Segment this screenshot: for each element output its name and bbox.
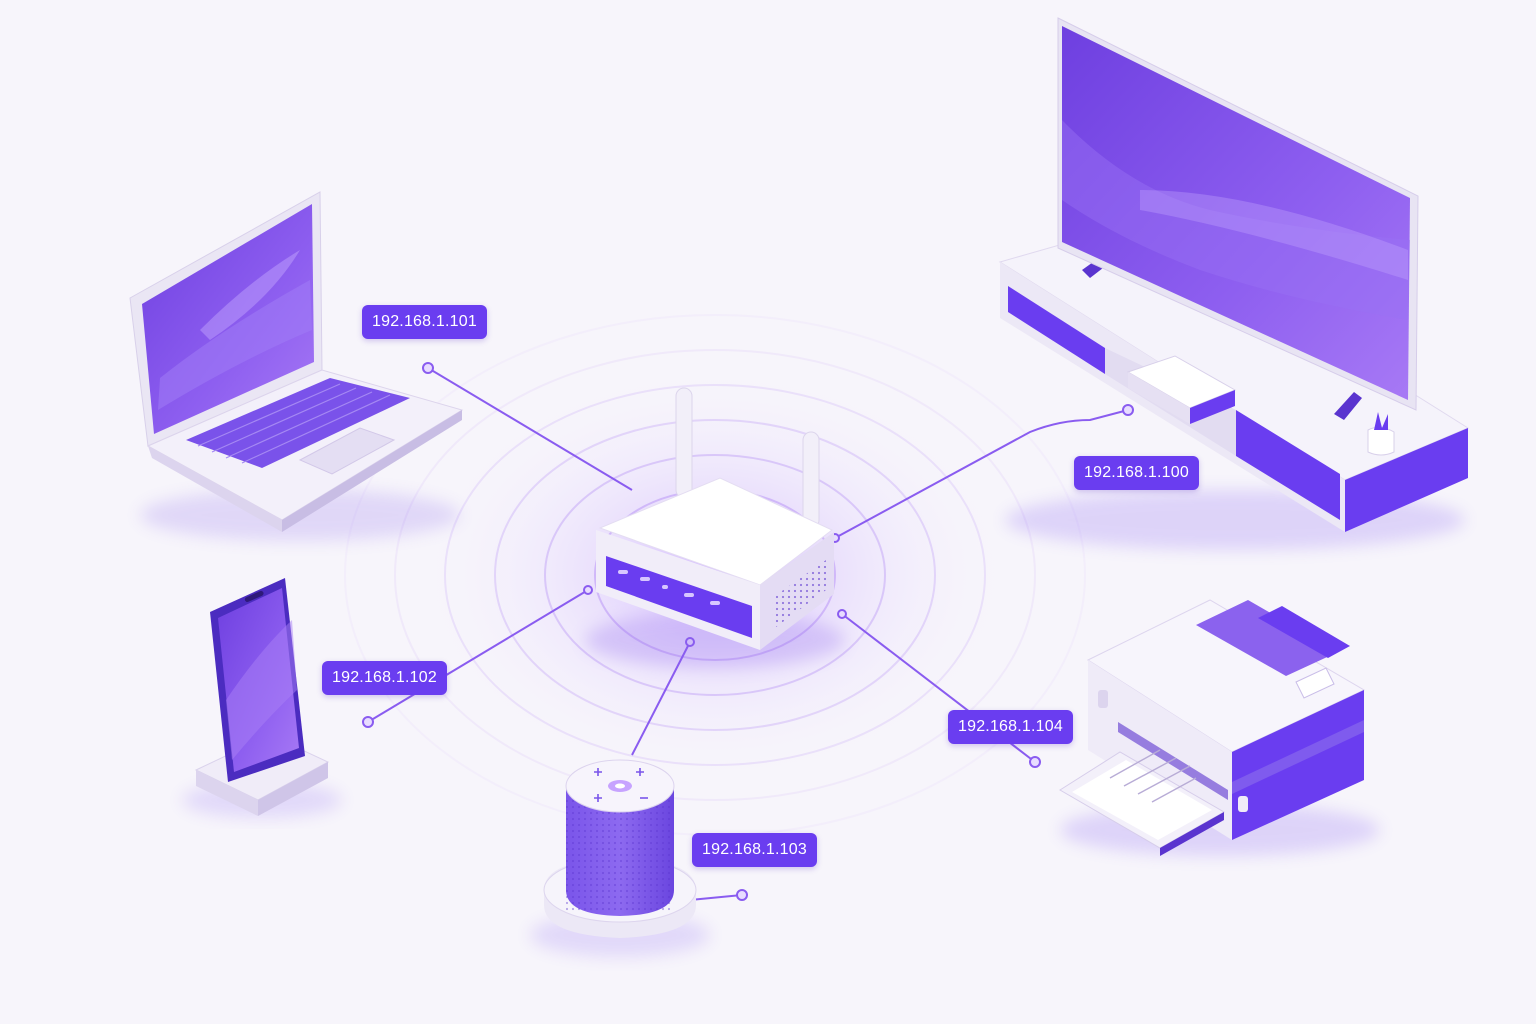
signal-ring [494,419,936,731]
router-icon [585,387,845,668]
node-printer [1029,756,1041,768]
signal-ring [394,349,1036,801]
ip-label-tv: 192.168.1.100 [1074,456,1199,490]
laptop-icon [129,191,464,541]
smartphone-icon [182,578,342,818]
node-tv [1122,404,1134,416]
node-speaker [736,889,748,901]
ip-label-phone: 192.168.1.102 [322,661,447,695]
link-laptop [427,367,633,491]
link-tv [834,409,1129,539]
ip-label-speaker: 192.168.1.103 [692,833,817,867]
node-phone [362,716,374,728]
node-router-left [583,585,593,595]
smart-speaker-icon [530,759,710,957]
tv-icon [998,17,1470,550]
signal-rings [344,314,1086,836]
link-speaker-label [689,894,743,901]
ip-label-laptop: 192.168.1.101 [362,305,487,339]
node-laptop [422,362,434,374]
link-phone [367,589,589,723]
printer-icon [1059,599,1380,856]
ip-label-printer: 192.168.1.104 [948,710,1073,744]
signal-ring [444,384,986,766]
signal-ring [544,454,886,696]
node-router-right [837,609,847,619]
